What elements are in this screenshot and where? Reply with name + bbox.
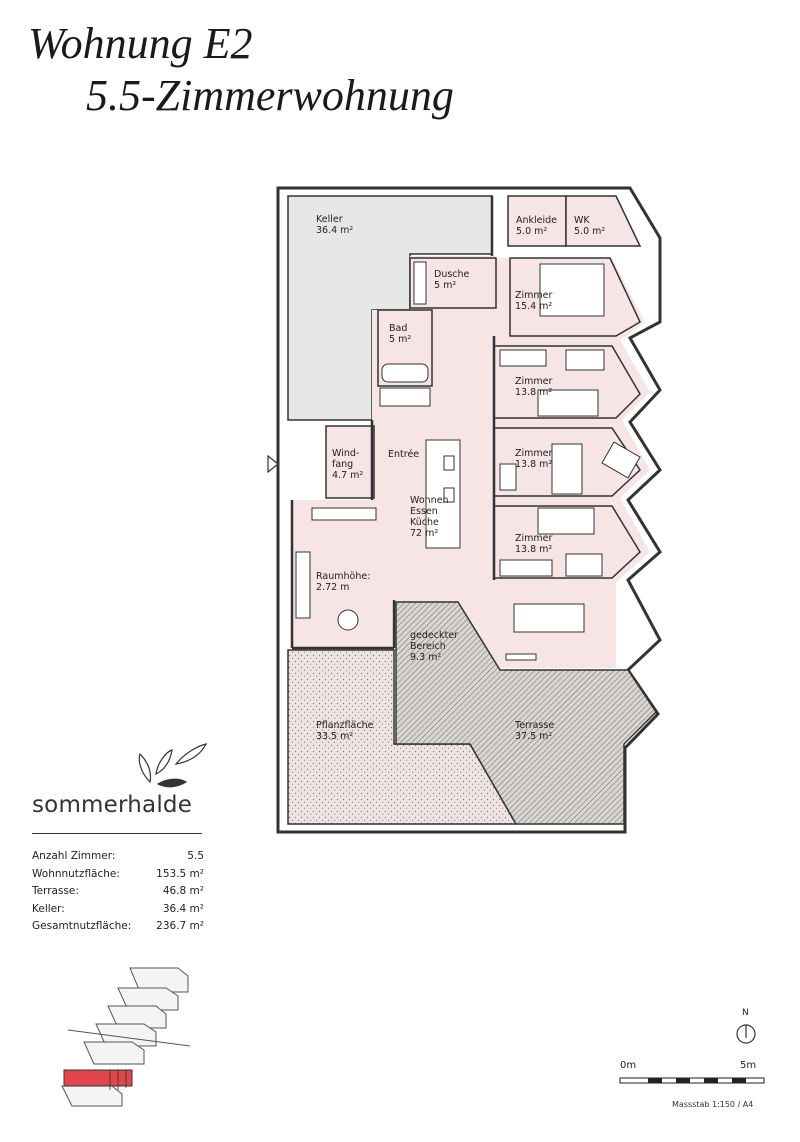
scale-start-label: 0m: [620, 1060, 637, 1071]
label-windfang-2: fang: [332, 459, 353, 470]
facts-table: Anzahl Zimmer: 5.5 Wohnnutzfläche: 153.5…: [32, 850, 204, 938]
label-ankleide: Ankleide: [516, 215, 557, 226]
label-wohnen: Wohnen: [410, 495, 449, 506]
label-zimmer2: Zimmer: [515, 376, 553, 387]
area-gedeckt: 9.3 m²: [410, 652, 441, 663]
page-title: Wohnung E2 5.5-Zimmerwohnung: [28, 18, 454, 122]
area-wk: 5.0 m²: [574, 226, 605, 237]
label-essen: Essen: [410, 506, 438, 517]
room-labels: Keller 36.4 m² Ankleide 5.0 m² WK 5.0 m²…: [316, 214, 605, 742]
label-zimmer4: Zimmer: [515, 533, 553, 544]
title-rooms: 5.5-Zimmerwohnung: [86, 71, 454, 120]
label-zimmer1: Zimmer: [515, 290, 553, 301]
label-entree: Entrée: [388, 449, 419, 460]
area-zimmer3: 13.8 m²: [515, 459, 552, 470]
brand-name: sommerhalde: [32, 792, 193, 818]
label-zimmer3: Zimmer: [515, 448, 553, 459]
area-keller: 36.4 m²: [316, 225, 353, 236]
brand-divider: [32, 833, 202, 834]
area-windfang: 4.7 m²: [332, 470, 363, 481]
label-keller: Keller: [316, 214, 343, 225]
fact-label: Keller:: [32, 902, 65, 915]
label-raumhoehe: Raumhöhe:: [316, 571, 370, 582]
shower-tray: [413, 261, 427, 305]
north-arrow-icon: [736, 1024, 756, 1044]
fact-label: Anzahl Zimmer:: [32, 850, 116, 862]
area-ankleide: 5.0 m²: [516, 226, 547, 237]
label-dusche: Dusche: [434, 269, 470, 280]
fact-value: 36.4 m²: [162, 902, 204, 915]
bathtub: [381, 363, 429, 383]
area-zimmer4: 13.8 m²: [515, 544, 552, 555]
label-gedeckt-1: gedeckter: [410, 630, 458, 641]
scale-note: Massstab 1:150 / A4: [672, 1100, 754, 1109]
label-pflanz: Pflanzfläche: [316, 720, 374, 731]
title-apartment: Wohnung E2: [28, 19, 253, 68]
label-terrasse: Terrasse: [514, 720, 554, 731]
area-bad: 5 m²: [389, 334, 411, 345]
area-terrasse: 37.5 m²: [515, 731, 552, 742]
fact-label: Gesamtnutzfläche:: [32, 920, 132, 932]
fact-value: 46.8 m²: [162, 885, 204, 897]
value-raumhoehe: 2.72 m: [316, 582, 349, 593]
fact-value: 236.7 m²: [156, 920, 204, 932]
label-windfang-1: Wind-: [332, 448, 359, 459]
area-pflanz: 33.5 m²: [316, 731, 353, 742]
fact-row: Keller: 36.4 m²: [32, 903, 204, 921]
entrance-arrow-icon: [267, 454, 279, 474]
label-kueche: Küche: [410, 517, 439, 528]
fact-row: Wohnnutzfläche: 153.5 m²: [32, 868, 204, 886]
unit-highlight: [63, 1069, 133, 1087]
fact-row: Terrasse: 46.8 m²: [32, 885, 204, 903]
fact-value: 5.5: [187, 850, 204, 862]
area-dusche: 5 m²: [434, 280, 456, 291]
north-label: N: [742, 1008, 749, 1018]
label-bad: Bad: [389, 323, 407, 334]
interior-walls: [290, 196, 496, 650]
area-wohnen: 72 m²: [410, 528, 438, 539]
area-zimmer1: 15.4 m²: [515, 301, 552, 312]
fact-label: Terrasse:: [32, 885, 79, 897]
scale-end-label: 5m: [740, 1060, 757, 1071]
unit-highlight-lines: [109, 1070, 127, 1090]
scale-bar: [619, 1077, 765, 1084]
furniture: [295, 263, 641, 661]
fact-label: Wohnnutzfläche:: [32, 867, 120, 880]
fact-value: 153.5 m²: [156, 867, 204, 880]
leaf-logo-icon: [138, 743, 208, 788]
label-gedeckt-2: Bereich: [410, 641, 446, 652]
storage-unit: [379, 387, 431, 407]
area-zimmer2: 13.8 m²: [515, 387, 552, 398]
fact-row: Gesamtnutzfläche: 236.7 m²: [32, 920, 204, 938]
label-wk: WK: [574, 215, 590, 226]
windfang-area: [325, 425, 375, 499]
terrasse-area: [395, 601, 657, 825]
fact-row: Anzahl Zimmer: 5.5: [32, 850, 204, 868]
wk-area: [565, 195, 642, 247]
